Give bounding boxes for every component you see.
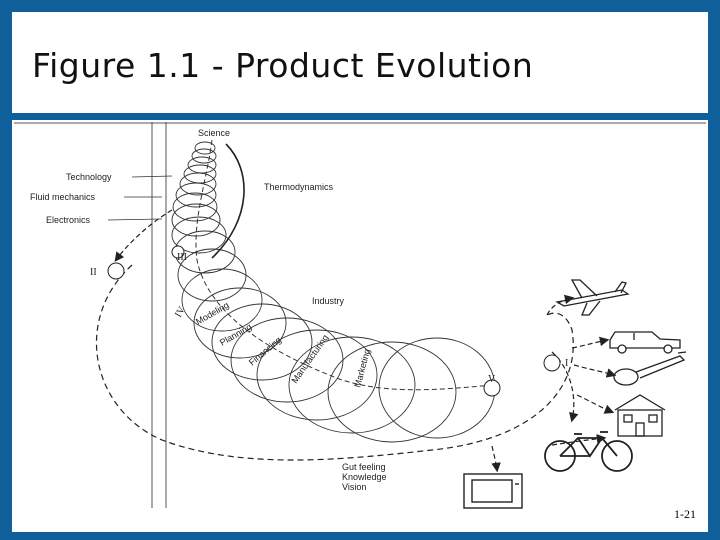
label-financing: Financing [247,335,283,368]
slide-title: Figure 1.1 - Product Evolution [32,46,534,85]
stage-v-marker [483,379,501,397]
loop-arrow-to-house [576,394,615,414]
loop-arrow-to-airplane [546,294,575,316]
label-planning: Planning [218,322,253,348]
spiral-circles [171,141,496,443]
label-marketing: Marketing [352,348,372,389]
airplane-icon [555,279,630,316]
label-thermodynamics: Thermodynamics [264,182,334,192]
bicycle-icon [544,431,633,472]
label-manufacturing: Manufacturing [289,333,330,385]
label-fluid-mechanics: Fluid mechanics [30,192,96,202]
guitar-icon [613,351,687,386]
label-stage-v: V [488,374,496,385]
content-panel: Science Technology Fluid mechanics Elect… [12,120,708,532]
loop-arrow-to-tv [491,445,501,473]
loop-arrow-to-car [571,336,610,349]
label-industry: Industry [312,296,345,306]
label-gut-feeling: Gut feeling [342,462,386,472]
stage-ii-marker [107,262,125,280]
car-icon [609,331,681,354]
label-stage-iii: III [177,252,187,263]
loop-arrow-to-ii [114,209,173,262]
title-panel: Figure 1.1 - Product Evolution [12,12,708,113]
label-stage-iv: IV [173,304,188,319]
thermodynamics-curve [211,143,245,259]
label-knowledge: Knowledge [342,472,387,482]
loop-arrow-to-guitar [573,364,617,378]
house-icon [614,394,666,437]
label-stage-ii: II [90,267,97,278]
television-icon [463,473,523,509]
stage-i-marker [543,354,561,372]
label-technology: Technology [66,172,112,182]
label-modeling: Modeling [194,300,231,327]
spiral-axis [195,139,493,391]
technology-leader [131,175,173,178]
slide-number: 1-21 [674,507,696,521]
label-stage-i: I [565,358,568,369]
stage-iii-marker [171,245,185,259]
electronics-leader [107,218,163,221]
product-evolution-diagram: Science Technology Fluid mechanics Elect… [14,122,706,509]
label-vision: Vision [342,482,366,492]
evolution-loop-outer [96,264,574,461]
label-electronics: Electronics [46,215,91,225]
loop-arrow-to-products [551,351,579,423]
label-science: Science [198,128,230,138]
